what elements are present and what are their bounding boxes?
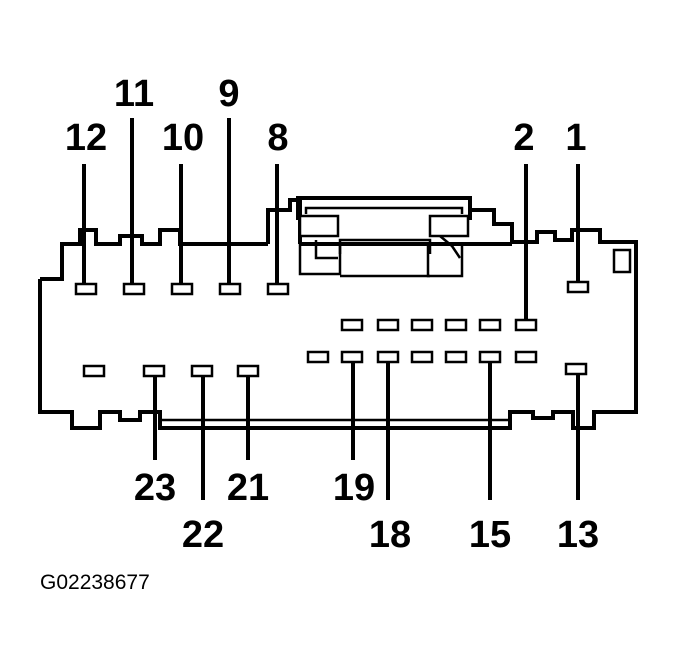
terminal-19 <box>340 350 364 364</box>
terminal-8 <box>266 282 290 296</box>
terminal-14 <box>514 350 538 364</box>
pin-label-19: 19 <box>333 467 375 509</box>
figure-id: G02238677 <box>40 571 150 594</box>
connector-body <box>38 196 638 430</box>
terminal-17 <box>410 350 434 364</box>
pin-label-9: 9 <box>218 73 239 115</box>
terminal-10 <box>170 282 194 296</box>
side-key <box>612 248 632 274</box>
terminal-13 <box>564 362 588 376</box>
pin-label-8: 8 <box>267 117 288 159</box>
latch-right-block <box>428 214 470 238</box>
terminal-18 <box>376 350 400 364</box>
leader-lines <box>82 118 580 500</box>
pin-label-2: 2 <box>513 117 534 159</box>
terminal-11 <box>122 282 146 296</box>
terminal-20 <box>306 350 330 364</box>
terminal-2 <box>514 318 538 332</box>
terminal-5 <box>410 318 434 332</box>
terminal-6 <box>376 318 400 332</box>
pin-labels: 12 11 10 9 8 2 1 23 22 21 19 18 15 13 <box>65 73 599 556</box>
pin-label-23: 23 <box>134 467 176 509</box>
terminal-1 <box>566 280 590 294</box>
terminal-24 <box>82 364 106 378</box>
pin-label-11: 11 <box>114 73 154 115</box>
terminals <box>74 280 590 378</box>
terminal-15 <box>478 350 502 364</box>
terminal-4 <box>444 318 468 332</box>
terminal-23 <box>142 364 166 378</box>
terminal-22 <box>190 364 214 378</box>
pin-label-12: 12 <box>65 117 107 159</box>
pin-label-15: 15 <box>469 514 511 556</box>
terminal-7 <box>340 318 364 332</box>
pin-label-1: 1 <box>565 117 586 159</box>
pin-label-22: 22 <box>182 514 224 556</box>
latch-left-block <box>298 214 340 238</box>
terminal-21 <box>236 364 260 378</box>
pin-label-21: 21 <box>227 467 269 509</box>
terminal-3 <box>478 318 502 332</box>
pin-label-10: 10 <box>162 117 204 159</box>
pin-label-13: 13 <box>557 514 599 556</box>
terminal-16 <box>444 350 468 364</box>
terminal-9 <box>218 282 242 296</box>
terminal-12 <box>74 282 98 296</box>
pin-label-18: 18 <box>369 514 411 556</box>
